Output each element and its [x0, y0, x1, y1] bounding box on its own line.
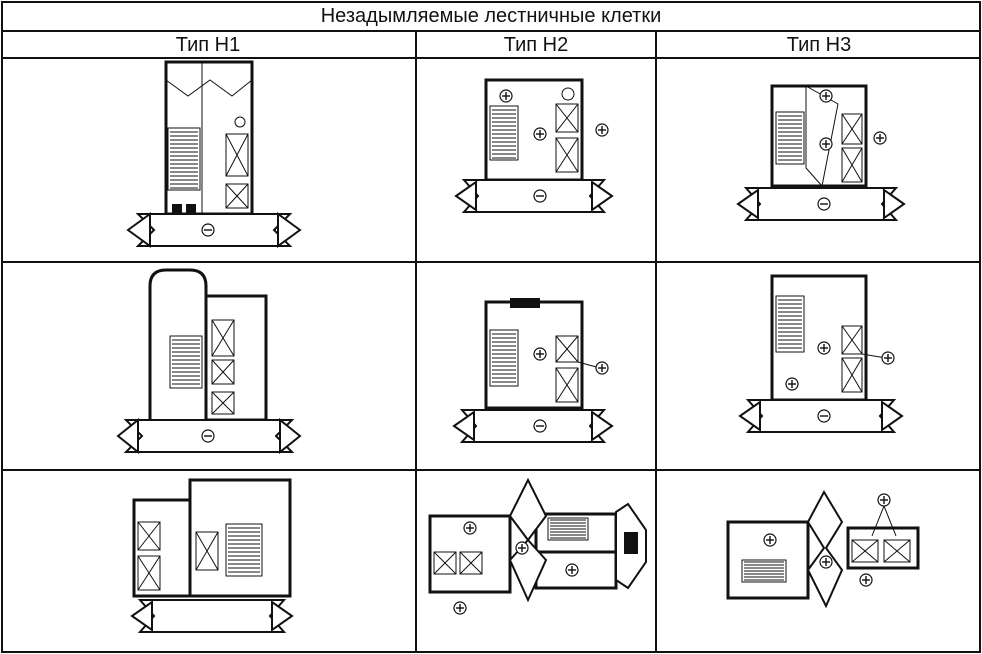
plus-symbol — [565, 563, 579, 577]
minus-symbol — [817, 409, 831, 423]
plus-symbol — [785, 377, 799, 391]
column-header-h3: Тип Н3 — [786, 34, 852, 56]
plus-symbol — [515, 541, 529, 555]
column-header-h1: Тип Н1 — [175, 34, 241, 56]
stairs-h1-3 — [228, 523, 260, 577]
plan-h3-variant-2 — [738, 274, 904, 433]
plan-h2-variant-2 — [452, 298, 614, 443]
plus-symbol — [595, 123, 609, 137]
minus-symbol — [817, 197, 831, 211]
stairs-h3-2 — [778, 295, 802, 353]
minus-symbol — [201, 223, 215, 237]
plus-symbol — [533, 347, 547, 361]
plan-h1-variant-2 — [116, 268, 302, 455]
plus-symbol — [453, 601, 467, 615]
stairs-h1-2 — [172, 335, 200, 389]
plus-symbol — [463, 521, 477, 535]
plus-symbol — [819, 555, 833, 569]
stairs-h2-3 — [550, 519, 586, 539]
plan-h1-variant-3 — [130, 478, 294, 633]
minus-symbol — [533, 189, 547, 203]
plus-symbol — [819, 89, 833, 103]
stairs-h2-1 — [492, 105, 516, 159]
plus-symbol — [877, 493, 891, 507]
plus-symbol — [595, 361, 609, 375]
plus-symbol — [499, 89, 513, 103]
plus-symbol — [533, 127, 547, 141]
stairs-h3-3 — [744, 561, 784, 581]
plus-symbol — [859, 573, 873, 587]
pressure-symbols — [201, 89, 895, 615]
stairs-h2-2 — [492, 329, 516, 387]
stairs-h3-1 — [778, 111, 802, 165]
minus-symbol — [201, 429, 215, 443]
plan-h2-variant-3 — [428, 477, 647, 603]
minus-symbol — [533, 419, 547, 433]
stairs-h1-1 — [170, 127, 198, 189]
table-title: Незадымляемые лестничные клетки — [320, 5, 662, 27]
plus-symbol — [819, 137, 833, 151]
column-header-h2: Тип Н2 — [503, 34, 569, 56]
plan-h2-variant-1 — [454, 78, 614, 213]
plan-h3-variant-3 — [726, 489, 920, 609]
plus-symbol — [817, 341, 831, 355]
plus-symbol — [873, 131, 887, 145]
plus-symbol — [763, 533, 777, 547]
plan-h1-variant-1 — [126, 60, 302, 248]
plus-symbol — [881, 351, 895, 365]
